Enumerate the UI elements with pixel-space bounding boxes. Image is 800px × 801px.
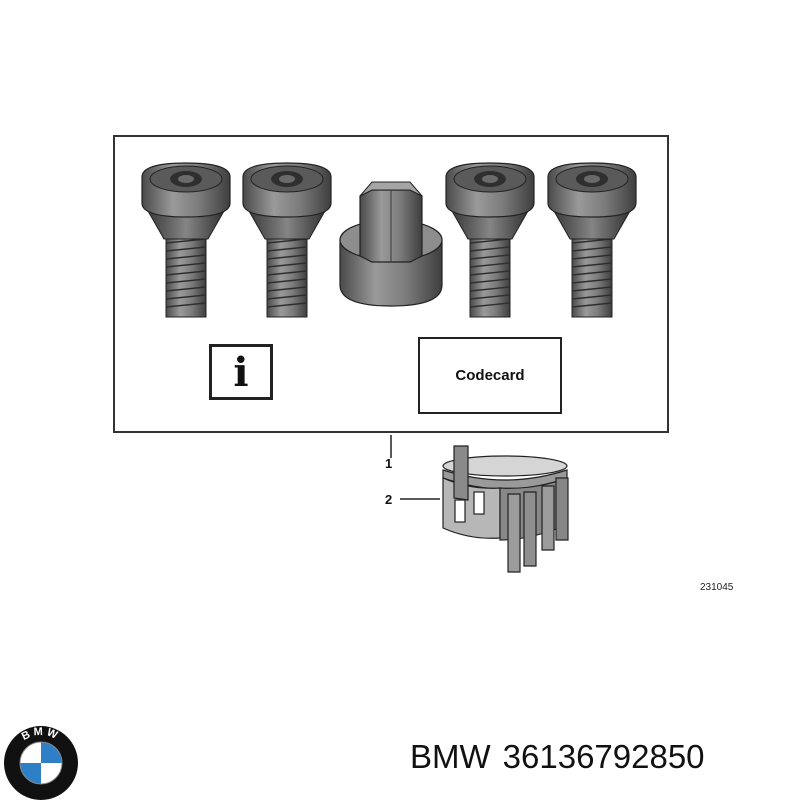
parts-drawing — [141, 162, 637, 573]
callout-2: 2 — [385, 492, 393, 507]
info-icon: i — [209, 344, 273, 400]
codecard-label: Codecard — [418, 337, 562, 414]
retaining-clip — [442, 445, 569, 573]
part-number: 36136792850 — [502, 738, 705, 775]
svg-text:BMW: BMW — [20, 726, 62, 743]
bmw-logo: BMW — [4, 726, 78, 800]
kit-outline — [113, 135, 669, 433]
drawing-number: 231045 — [700, 582, 734, 593]
brand-name: BMW — [410, 738, 491, 775]
bmw-logo-letters: BMW — [20, 726, 59, 743]
part-caption: BMW 36136792850 — [410, 740, 717, 773]
callout-1: 1 — [385, 456, 393, 471]
lock-adapter — [339, 181, 443, 307]
